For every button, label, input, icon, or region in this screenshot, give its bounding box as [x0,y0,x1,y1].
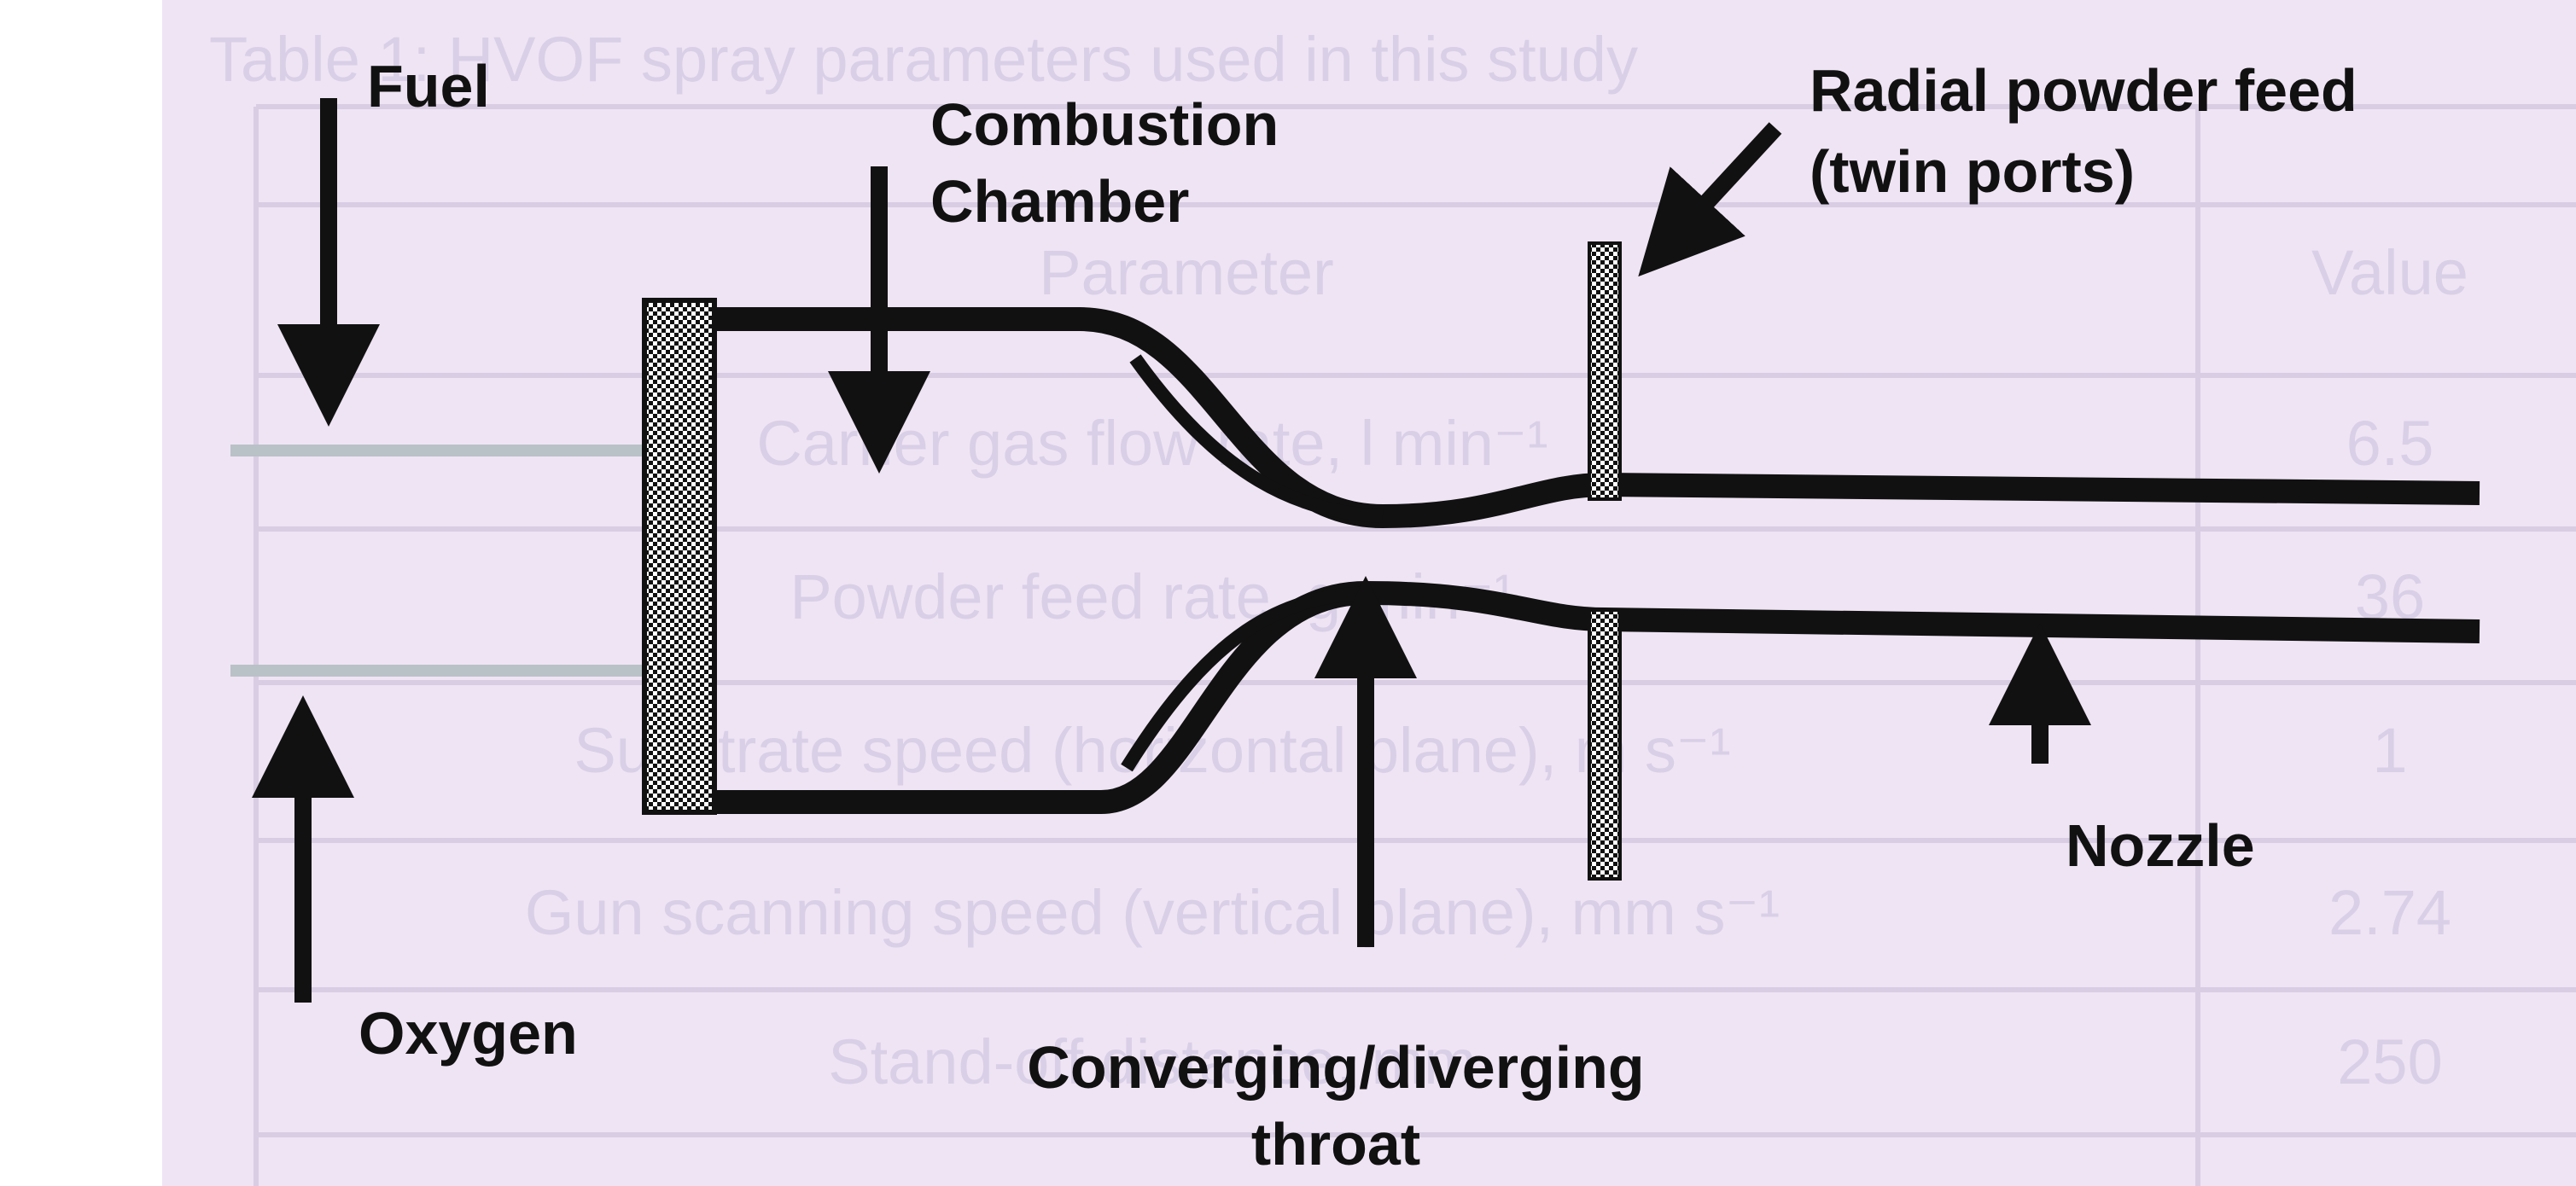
svg-text:2.74: 2.74 [2328,877,2451,948]
radial-powder-feed-label-line2: (twin ports) [1810,138,2135,205]
fuel-label: Fuel [367,53,490,119]
radial-powder-feed-label-line1: Radial powder feed [1810,57,2357,124]
throat-label-line2: throat [1251,1111,1420,1177]
combustion-chamber-label-line1: Combustion [930,91,1279,158]
radial-feed-arrow-icon [1638,122,1782,277]
svg-text:1: 1 [2372,715,2407,786]
oxygen-label: Oxygen [358,1000,578,1067]
svg-text:Value: Value [2311,237,2468,308]
svg-text:6.5: 6.5 [2346,408,2434,479]
throat-thickening-upper [1129,354,1384,523]
injector-plate [642,298,717,815]
svg-text:Stand-off distance, mm: Stand-off distance, mm [828,1026,1477,1097]
svg-text:Parameter: Parameter [1039,237,1333,308]
lower-powder-port [1588,608,1622,881]
svg-text:Table 1: HVOF spray parameters: Table 1: HVOF spray parameters used in t… [209,24,1638,95]
upper-powder-port [1588,241,1622,501]
svg-text:Gun scanning speed (vertical p: Gun scanning speed (vertical plane), mm … [525,877,1780,948]
throat-label-line1: Converging/diverging [1027,1034,1644,1101]
nozzle-label: Nozzle [2066,812,2255,879]
combustion-chamber-label-line2: Chamber [930,168,1189,235]
svg-text:250: 250 [2337,1026,2442,1097]
